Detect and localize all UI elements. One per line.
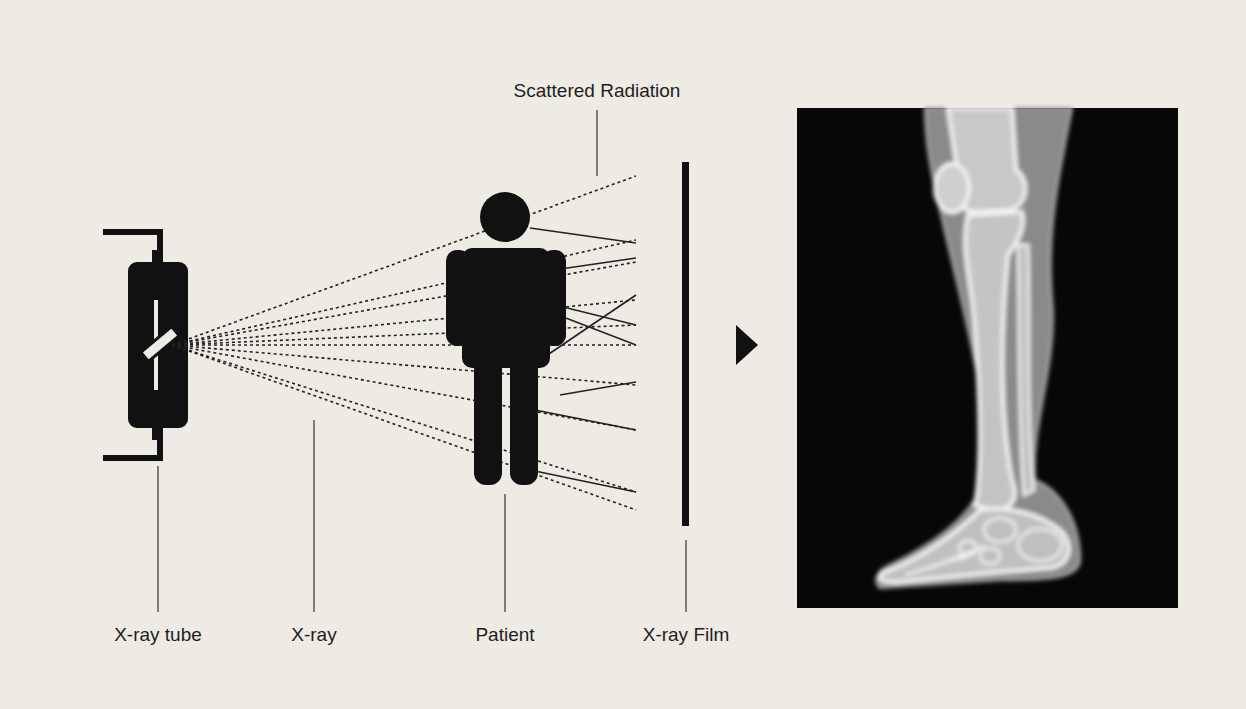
scattered-ray: [530, 470, 636, 492]
xray-film: [682, 162, 689, 526]
part-label: X-ray tube: [114, 624, 202, 647]
xray-tube: [103, 232, 188, 458]
patient-figure: [446, 192, 566, 485]
part-label: X-ray: [291, 624, 336, 647]
xray-ray: [172, 262, 636, 345]
part-label: X-ray Film: [643, 624, 730, 647]
xray-ray: [172, 240, 636, 345]
xray-ray: [172, 344, 636, 346]
arrow-marker: [736, 325, 758, 365]
radiograph: [797, 108, 1178, 608]
scattered-ray: [530, 228, 636, 243]
xray-ray: [172, 176, 636, 345]
leader-lines: [158, 110, 686, 612]
xray-ray: [172, 345, 636, 492]
scattered-ray: [535, 410, 636, 430]
xray-ray: [172, 345, 636, 510]
part-label: Scattered Radiation: [514, 80, 681, 103]
scattered-ray: [560, 382, 636, 395]
part-label: Patient: [475, 624, 534, 647]
xray-ray: [172, 300, 636, 345]
xray-ray: [172, 345, 636, 385]
xray-ray: [172, 345, 636, 430]
xray-beam: [172, 176, 636, 510]
